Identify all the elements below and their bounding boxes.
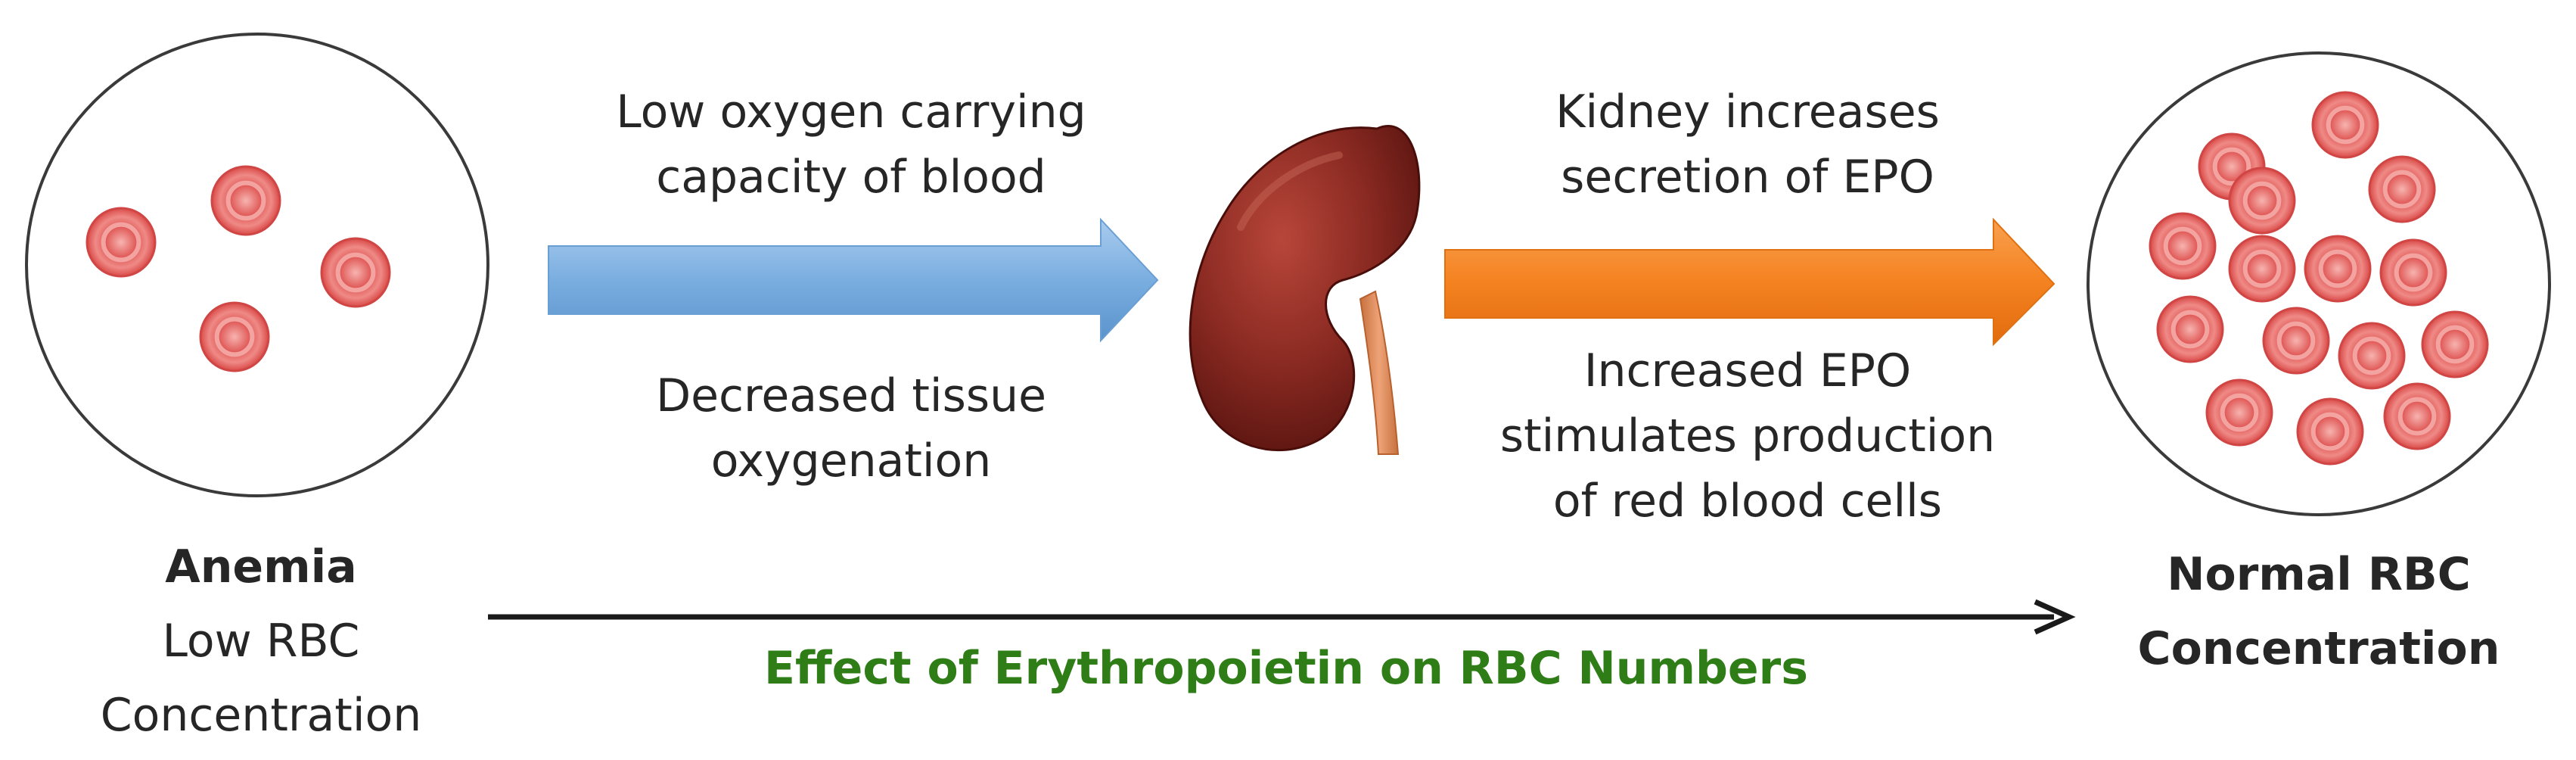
- progression-arrow: [488, 599, 2076, 635]
- blue-arrow: [548, 217, 1159, 343]
- red-blood-cell: [2296, 397, 2364, 466]
- orange-arrow-bottom-label: Increased EPO stimulates production of r…: [1460, 338, 2035, 534]
- blue-bottom-line1: Decreased tissue: [655, 369, 1047, 422]
- blue-top-line2: capacity of blood: [656, 151, 1046, 204]
- diagram-caption: Effect of Erythropoietin on RBC Numbers: [643, 636, 1929, 701]
- red-blood-cell: [85, 207, 157, 278]
- red-blood-cell: [2228, 235, 2296, 303]
- red-blood-cell: [2421, 310, 2489, 378]
- red-blood-cell: [199, 301, 270, 372]
- blue-arrow-bottom-label: Decreased tissue oxygenation: [564, 363, 1139, 494]
- orange-arrow-top-label: Kidney increases secretion of EPO: [1460, 79, 2035, 210]
- caption-text: Effect of Erythropoietin on RBC Numbers: [764, 642, 1808, 695]
- blue-bottom-line2: oxygenation: [710, 435, 992, 487]
- red-blood-cell: [2156, 295, 2224, 363]
- orange-bottom-line2: stimulates production: [1499, 410, 1996, 463]
- red-blood-cell: [2149, 212, 2217, 280]
- anemia-line1: Low RBC: [162, 615, 360, 668]
- blue-arrow-top-label: Low oxygen carrying capacity of blood: [564, 79, 1139, 210]
- red-blood-cell: [2228, 167, 2296, 235]
- red-blood-cell: [2311, 91, 2379, 159]
- red-blood-cell: [2379, 238, 2447, 307]
- red-blood-cell: [320, 237, 391, 308]
- orange-arrow: [1444, 217, 2056, 347]
- anemia-title: Anemia: [165, 540, 357, 593]
- red-blood-cell: [2368, 155, 2436, 223]
- orange-bottom-line1: Increased EPO: [1583, 344, 1912, 397]
- normal-rbc-group: [2149, 91, 2489, 466]
- normal-label: Normal RBC Concentration: [2084, 537, 2553, 686]
- red-blood-cell: [2338, 322, 2406, 390]
- anemia-line2: Concentration: [100, 689, 422, 742]
- red-blood-cell: [2304, 235, 2372, 303]
- anemia-label: Anemia Low RBC Concentration: [30, 530, 492, 752]
- anemia-circle: [25, 33, 489, 497]
- normal-line1: Normal RBC: [2167, 548, 2471, 601]
- red-blood-cell: [210, 165, 281, 236]
- red-blood-cell: [2205, 378, 2273, 447]
- kidney-icon: [1189, 125, 1421, 455]
- orange-bottom-line3: of red blood cells: [1552, 475, 1943, 528]
- normal-line2: Concentration: [2137, 622, 2500, 675]
- anemia-rbc-group: [85, 165, 391, 372]
- red-blood-cell: [2262, 307, 2330, 375]
- orange-top-line2: secretion of EPO: [1561, 151, 1934, 204]
- orange-top-line1: Kidney increases: [1555, 86, 1940, 139]
- blue-top-line1: Low oxygen carrying: [616, 86, 1086, 139]
- red-blood-cell: [2383, 382, 2451, 450]
